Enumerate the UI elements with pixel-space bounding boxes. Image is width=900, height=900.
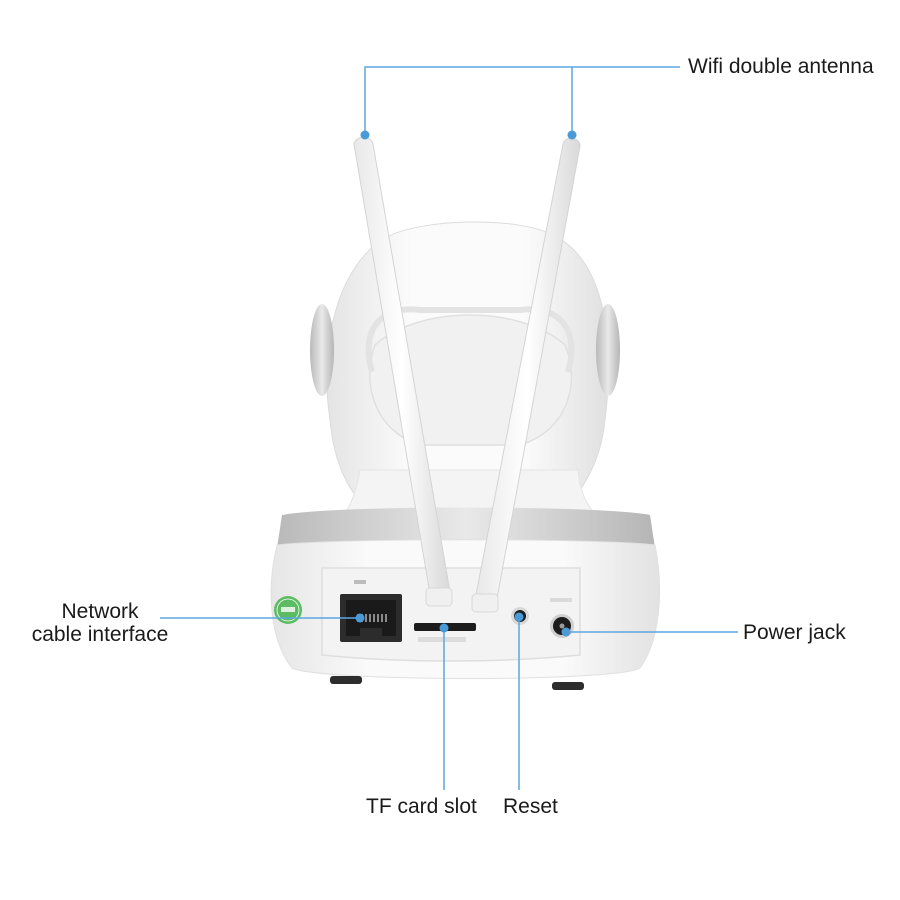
dot-network: [355, 613, 365, 623]
camera-head: [310, 221, 620, 511]
left-foot: [330, 676, 362, 684]
label-power-jack: Power jack: [743, 621, 846, 644]
dot-reset: [514, 612, 524, 622]
wifi-antenna-icon: [353, 136, 581, 613]
dot-power: [561, 627, 571, 637]
right-foot: [552, 682, 584, 690]
left-side-cap: [310, 304, 334, 396]
label-network-line1: Network: [61, 600, 139, 623]
leader-wifi: [364, 66, 680, 134]
dot-right-antenna: [567, 130, 577, 140]
leader-lines: [160, 66, 738, 790]
qc-pass-badge-icon: [274, 596, 302, 624]
label-wifi-double-antenna: Wifi double antenna: [688, 55, 874, 78]
dot-left-antenna: [360, 130, 370, 140]
label-network-line2: cable interface: [31, 623, 169, 646]
label-tf-card-slot: TF card slot: [366, 795, 477, 818]
label-network-cable-interface: Network cable interface: [20, 600, 180, 646]
right-side-cap: [596, 304, 620, 396]
label-reset: Reset: [503, 795, 558, 818]
dot-tf: [439, 623, 449, 633]
leader-dots: [355, 130, 577, 637]
silver-ring: [277, 507, 655, 548]
